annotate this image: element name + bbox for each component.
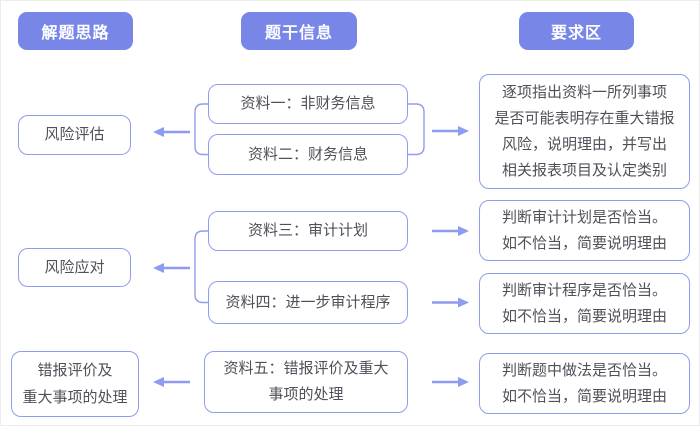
bracket-materials-3-4-left <box>194 230 208 304</box>
node-material-5: 资料五：错报评价及重大 事项的处理 <box>204 351 408 413</box>
node-material-2: 资料二：财务信息 <box>208 134 408 175</box>
node-requirement-4: 判断题中做法是否恰当。 如不恰当，简要说明理由 <box>479 353 690 414</box>
bracket-materials-1-2-right <box>408 103 425 156</box>
node-requirement-3: 判断审计程序是否恰当。 如不恰当，简要说明理由 <box>479 273 690 334</box>
node-risk-response: 风险应对 <box>18 248 131 287</box>
column-header-stem-info: 题干信息 <box>241 12 357 50</box>
column-header-requirements: 要求区 <box>519 12 634 50</box>
column-header-approach: 解题思路 <box>18 12 133 50</box>
node-risk-assessment: 风险评估 <box>18 115 131 155</box>
node-material-3: 资料三：审计计划 <box>208 211 408 251</box>
node-requirement-2: 判断审计计划是否恰当。 如不恰当，简要说明理由 <box>479 200 690 261</box>
node-misstatement-handling: 错报评价及 重大事项的处理 <box>11 351 139 417</box>
node-material-1: 资料一：非财务信息 <box>208 84 408 124</box>
bracket-materials-1-2-left <box>194 103 208 156</box>
node-material-4: 资料四：进一步审计程序 <box>208 281 408 324</box>
node-requirement-1: 逐项指出资料一所列事项 是否可能表明存在重大错报 风险，说明理由，并写出 相关报… <box>479 74 690 189</box>
